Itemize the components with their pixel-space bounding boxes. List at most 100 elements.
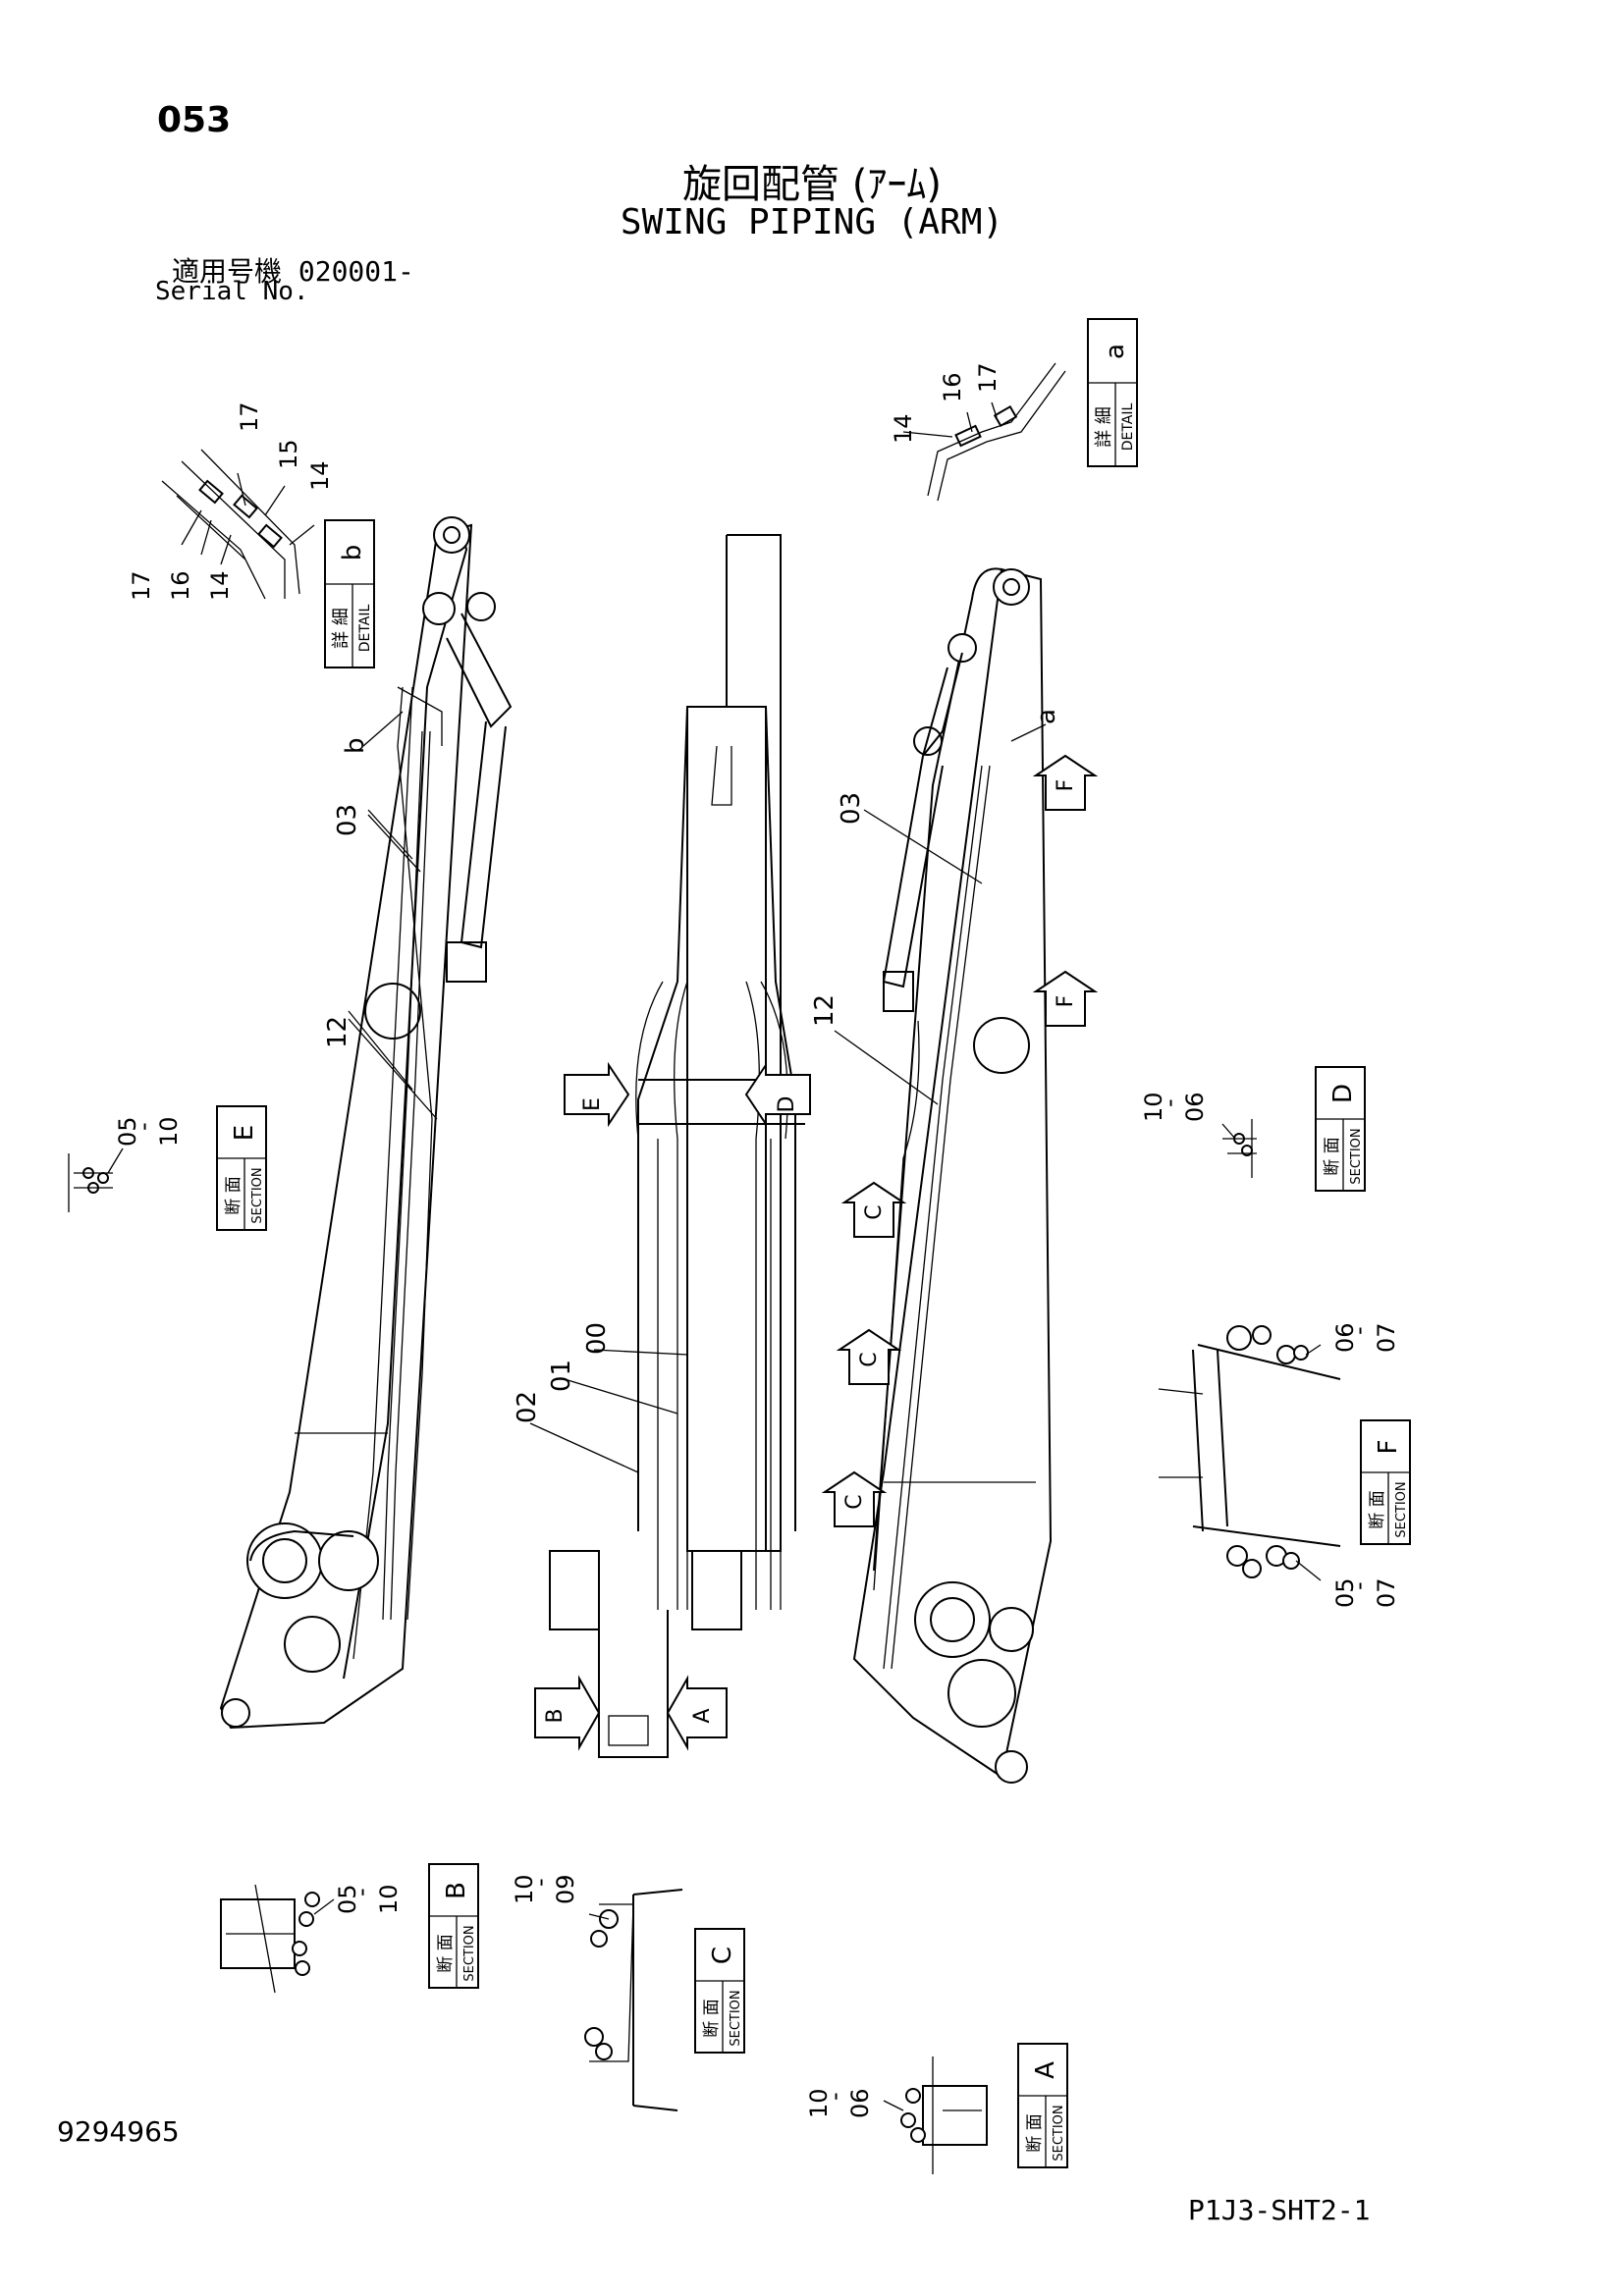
center-arm-drawing — [549, 534, 805, 1758]
callout-b-left: b — [341, 737, 370, 754]
callout-03-right: 03 — [837, 792, 866, 825]
view-arrow-f-lower-letter: F — [1054, 995, 1078, 1008]
section-c-label-en: SECTION — [729, 1990, 743, 2046]
section-e-label-jp: 断 面 — [224, 1176, 244, 1214]
detail-a-label-en: DETAIL — [1120, 403, 1136, 452]
section-e-callout-dash: - — [130, 1122, 157, 1131]
callout-02: 02 — [513, 1391, 542, 1423]
view-arrow-c-1: C — [840, 1181, 907, 1238]
callout-12-right: 12 — [810, 994, 839, 1027]
detail-b-callout-16: 16 — [167, 570, 194, 601]
section-f-callout-dash-top: - — [1345, 1326, 1373, 1335]
section-d-callout-dash: - — [1156, 1098, 1183, 1107]
section-d-callout-10: 10 — [1140, 1092, 1167, 1122]
view-arrow-f-upper: F — [1032, 754, 1099, 811]
section-f-label-jp: 断 面 — [1368, 1490, 1387, 1528]
section-c-callout-09: 09 — [552, 1874, 579, 1904]
view-arrow-a: A — [666, 1675, 728, 1751]
view-arrow-e-letter: E — [580, 1097, 605, 1111]
callout-00: 00 — [582, 1322, 612, 1355]
view-arrow-b-letter: B — [543, 1708, 568, 1723]
view-arrows: E D F F C C — [534, 754, 1099, 1751]
section-e-callout-05: 05 — [114, 1116, 141, 1147]
section-b-callout-dash: - — [348, 1888, 375, 1896]
title-english: SWING PIPING (ARM) — [620, 202, 1004, 242]
section-a-callout-10: 10 — [805, 2088, 833, 2118]
callout-12-left: 12 — [323, 1016, 352, 1048]
section-e: 05 - 10 断 面 SECTION E — [68, 1105, 267, 1231]
section-f-letter: F — [1374, 1440, 1403, 1455]
section-c-label-jp: 断 面 — [702, 1999, 722, 2037]
view-arrow-c-2: C — [836, 1328, 902, 1385]
view-arrow-f-upper-letter: F — [1054, 779, 1078, 792]
view-arrow-c-3-letter: C — [842, 1494, 867, 1509]
detail-b-callout-14-top: 14 — [306, 460, 334, 491]
callout-01: 01 — [547, 1360, 576, 1392]
right-arm-drawing — [852, 567, 1053, 1784]
view-arrow-c-2-letter: C — [857, 1352, 882, 1366]
document-number: 9294965 — [57, 2115, 180, 2148]
title-japanese: 旋回配管 (ｱｰﾑ) — [682, 162, 942, 207]
section-e-label-en: SECTION — [250, 1167, 265, 1223]
section-c-callout-dash: - — [526, 1878, 554, 1887]
section-a-label-jp: 断 面 — [1025, 2113, 1045, 2152]
view-arrow-d: D — [744, 1061, 811, 1128]
section-c-letter: C — [708, 1947, 737, 1964]
section-d-callout-06: 06 — [1181, 1092, 1209, 1122]
detail-b-label-jp: 詳 細 — [331, 608, 352, 649]
detail-a-label-jp: 詳 細 — [1094, 406, 1114, 448]
serial-label-english: Serial No. — [155, 277, 309, 306]
detail-b-letter: b — [338, 545, 367, 561]
section-c: 10 - 09 断 面 SECTION C — [511, 1874, 745, 2111]
section-f-callout-05: 05 — [1331, 1577, 1359, 1608]
view-arrow-a-letter: A — [690, 1708, 715, 1723]
left-arm-drawing — [219, 516, 513, 1730]
section-a-label-en: SECTION — [1052, 2105, 1066, 2161]
section-d-letter: D — [1328, 1084, 1358, 1103]
section-f-label-en: SECTION — [1394, 1481, 1409, 1537]
section-b-callout-10: 10 — [375, 1884, 403, 1914]
view-arrow-f-lower: F — [1032, 970, 1099, 1027]
detail-b-callout-15: 15 — [275, 439, 302, 469]
section-c-callout-10: 10 — [511, 1874, 538, 1904]
page-number: 053 — [157, 100, 232, 140]
section-b-label-jp: 断 面 — [436, 1934, 456, 1972]
section-f-callout-06: 06 — [1331, 1322, 1359, 1353]
section-f: 06 - 07 05 - 07 断 面 SECTION F — [1158, 1322, 1411, 1608]
section-a-callout-06: 06 — [846, 2088, 874, 2118]
section-b: 05 - 10 断 面 SECTION B — [220, 1863, 479, 1994]
section-d-label-jp: 断 面 — [1323, 1137, 1342, 1175]
section-d-label-en: SECTION — [1349, 1128, 1364, 1184]
detail-b-callout-14-bottom: 14 — [206, 570, 234, 601]
detail-a-letter: a — [1101, 344, 1130, 359]
detail-b-label-en: DETAIL — [357, 605, 373, 653]
detail-b-callout-17-bottom: 17 — [128, 570, 155, 601]
detail-a-callout-16: 16 — [939, 372, 966, 402]
section-a-letter: A — [1031, 2061, 1060, 2079]
section-b-letter: B — [442, 1882, 471, 1899]
section-d: 10 - 06 断 面 SECTION D — [1140, 1066, 1366, 1192]
detail-b-callout-17-top: 17 — [236, 401, 263, 432]
detail-a-callout-17: 17 — [974, 362, 1001, 393]
main-callouts: b 03 12 a 03 12 00 01 02 — [323, 709, 1061, 1473]
view-arrow-d-letter: D — [775, 1096, 799, 1113]
section-b-callout-05: 05 — [334, 1884, 361, 1914]
callout-a-right: a — [1032, 709, 1061, 724]
detail-a: 詳 細 DETAIL a 14 16 17 — [890, 318, 1138, 502]
section-a-callout-dash: - — [821, 2092, 848, 2101]
section-a: 10 - 06 断 面 SECTION A — [805, 2043, 1068, 2174]
section-f-callout-dash-bottom: - — [1345, 1581, 1373, 1590]
view-arrow-c-3: C — [821, 1470, 888, 1527]
section-b-label-en: SECTION — [462, 1925, 477, 1981]
section-e-letter: E — [230, 1125, 259, 1141]
sheet-code: P1J3-SHT2-1 — [1188, 2194, 1371, 2226]
view-arrow-b: B — [534, 1675, 601, 1751]
view-arrow-e: E — [564, 1061, 630, 1128]
detail-b: 詳 細 DETAIL b 17 15 14 17 16 14 — [128, 401, 375, 668]
callout-03-left: 03 — [333, 804, 362, 836]
view-arrow-c-1-letter: C — [862, 1204, 887, 1219]
section-f-callout-07-bottom: 07 — [1373, 1577, 1400, 1608]
section-f-callout-07-top: 07 — [1373, 1322, 1400, 1353]
